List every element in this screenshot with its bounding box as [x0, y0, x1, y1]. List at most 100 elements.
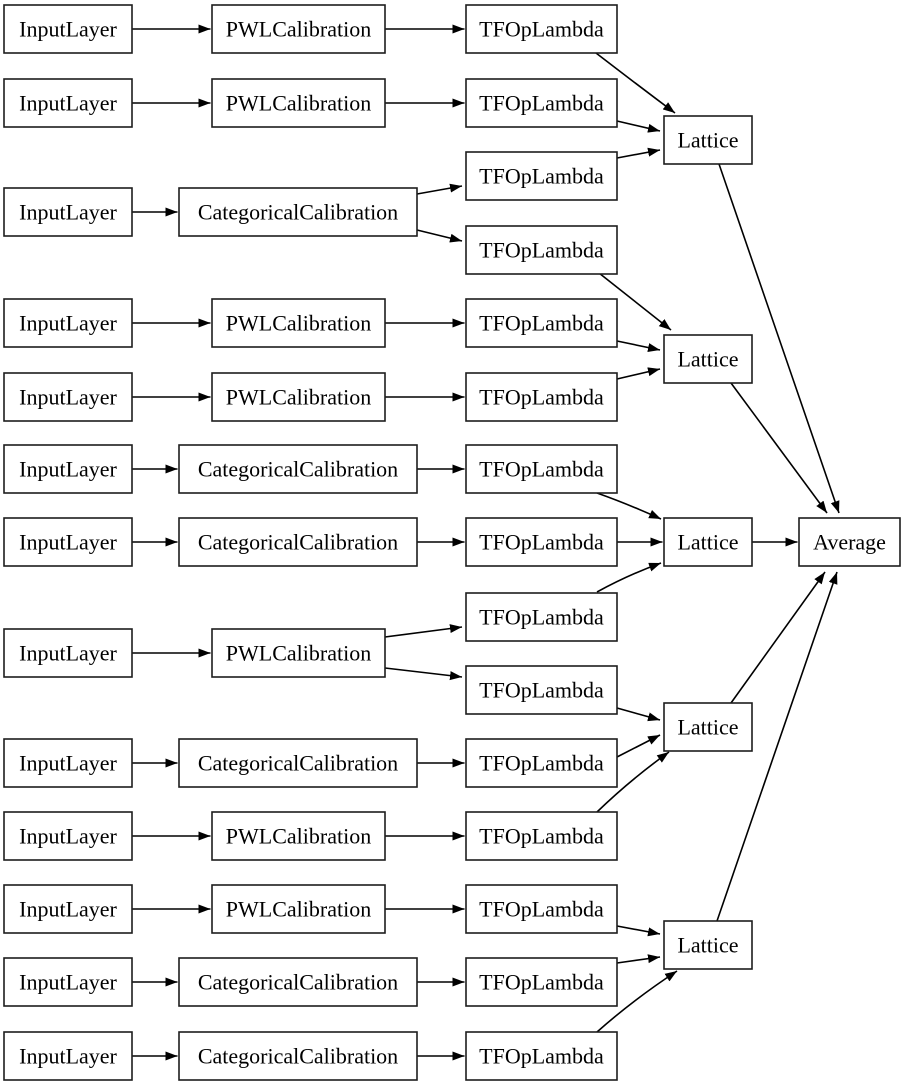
node-pwl5: PWLCalibration	[211, 628, 386, 678]
node-box-tf11	[465, 738, 618, 788]
node-label-tf15: TFOpLambda	[479, 1044, 604, 1069]
node-box-in3	[3, 187, 133, 237]
node-in1: InputLayer	[3, 4, 133, 54]
node-tf3: TFOpLambda	[465, 151, 618, 201]
node-label-in7: InputLayer	[19, 530, 117, 555]
node-in8: InputLayer	[3, 628, 133, 678]
node-label-pwl1: PWLCalibration	[226, 17, 371, 42]
node-in7: InputLayer	[3, 517, 133, 567]
node-cat5: CategoricalCalibration	[178, 957, 418, 1007]
edge-tf2-lat1	[616, 120, 661, 133]
node-box-pwl3	[211, 298, 386, 348]
node-box-cat4	[178, 738, 418, 788]
node-box-tf10	[465, 665, 618, 715]
node-in11: InputLayer	[3, 884, 133, 934]
node-label-tf11: TFOpLambda	[479, 751, 604, 776]
edge-tf6-lat2	[616, 367, 661, 380]
edge-tf3-lat1	[616, 147, 661, 159]
node-label-in2: InputLayer	[19, 91, 117, 116]
node-tf12: TFOpLambda	[465, 811, 618, 861]
node-label-pwl4: PWLCalibration	[226, 385, 371, 410]
edge-tf5-lat2	[616, 340, 661, 352]
node-box-pwl1	[211, 4, 386, 54]
node-box-pwl4	[211, 372, 386, 422]
node-label-lat3: Lattice	[677, 530, 738, 555]
node-cat2: CategoricalCalibration	[178, 444, 418, 494]
node-lat1: Lattice	[663, 115, 753, 165]
edge-tf10-lat4	[616, 707, 661, 722]
edge-lat1-avg	[718, 163, 840, 514]
node-in5: InputLayer	[3, 372, 133, 422]
node-label-cat2: CategoricalCalibration	[198, 457, 398, 482]
node-label-tf2: TFOpLambda	[479, 91, 604, 116]
node-label-cat3: CategoricalCalibration	[198, 530, 398, 555]
node-label-tf13: TFOpLambda	[479, 897, 604, 922]
node-tf8: TFOpLambda	[465, 517, 618, 567]
node-in4: InputLayer	[3, 298, 133, 348]
node-box-tf2	[465, 78, 618, 128]
node-label-cat5: CategoricalCalibration	[198, 970, 398, 995]
node-box-in4	[3, 298, 133, 348]
node-label-tf12: TFOpLambda	[479, 824, 604, 849]
node-label-tf7: TFOpLambda	[479, 457, 604, 482]
node-label-pwl2: PWLCalibration	[226, 91, 371, 116]
node-label-avg: Average	[813, 530, 886, 555]
node-label-pwl3: PWLCalibration	[226, 311, 371, 336]
node-box-cat1	[178, 187, 418, 237]
edge-pwl5-tf9	[384, 624, 463, 638]
node-box-cat6	[178, 1031, 418, 1081]
node-label-tf6: TFOpLambda	[479, 385, 604, 410]
node-label-in12: InputLayer	[19, 970, 117, 995]
node-box-tf9	[465, 592, 618, 642]
node-in12: InputLayer	[3, 957, 133, 1007]
node-label-lat1: Lattice	[677, 128, 738, 153]
node-box-avg	[798, 517, 901, 567]
node-tf13: TFOpLambda	[465, 884, 618, 934]
edge-tf12-lat4	[596, 751, 670, 813]
node-box-cat2	[178, 444, 418, 494]
edge-tf1-lat1	[595, 52, 676, 114]
node-tf14: TFOpLambda	[465, 957, 618, 1007]
node-tf9: TFOpLambda	[465, 592, 618, 642]
node-cat3: CategoricalCalibration	[178, 517, 418, 567]
node-box-in5	[3, 372, 133, 422]
node-box-tf7	[465, 444, 618, 494]
node-label-in11: InputLayer	[19, 897, 117, 922]
node-cat4: CategoricalCalibration	[178, 738, 418, 788]
node-tf1: TFOpLambda	[465, 4, 618, 54]
node-box-lat1	[663, 115, 753, 165]
node-label-in8: InputLayer	[19, 641, 117, 666]
node-lat3: Lattice	[663, 517, 753, 567]
node-box-tf5	[465, 298, 618, 348]
node-pwl2: PWLCalibration	[211, 78, 386, 128]
node-tf7: TFOpLambda	[465, 444, 618, 494]
node-box-tf12	[465, 811, 618, 861]
node-box-pwl2	[211, 78, 386, 128]
node-label-in10: InputLayer	[19, 824, 117, 849]
node-in3: InputLayer	[3, 187, 133, 237]
node-label-pwl7: PWLCalibration	[226, 897, 371, 922]
node-label-tf14: TFOpLambda	[479, 970, 604, 995]
node-label-in5: InputLayer	[19, 385, 117, 410]
node-box-lat5	[663, 920, 753, 970]
node-label-in1: InputLayer	[19, 17, 117, 42]
node-box-lat2	[663, 334, 753, 384]
edge-lat5-avg	[716, 571, 838, 922]
edge-pwl5-tf10	[384, 667, 463, 681]
node-box-tf6	[465, 372, 618, 422]
node-box-cat5	[178, 957, 418, 1007]
node-label-tf9: TFOpLambda	[479, 605, 604, 630]
node-in10: InputLayer	[3, 811, 133, 861]
edge-tf11-lat4	[616, 734, 661, 758]
node-cat1: CategoricalCalibration	[178, 187, 418, 237]
node-label-lat4: Lattice	[677, 715, 738, 740]
node-in2: InputLayer	[3, 78, 133, 128]
edge-cat1-tf4	[416, 229, 463, 243]
node-label-tf8: TFOpLambda	[479, 530, 604, 555]
node-box-in12	[3, 957, 133, 1007]
node-label-pwl6: PWLCalibration	[226, 824, 371, 849]
node-box-in10	[3, 811, 133, 861]
